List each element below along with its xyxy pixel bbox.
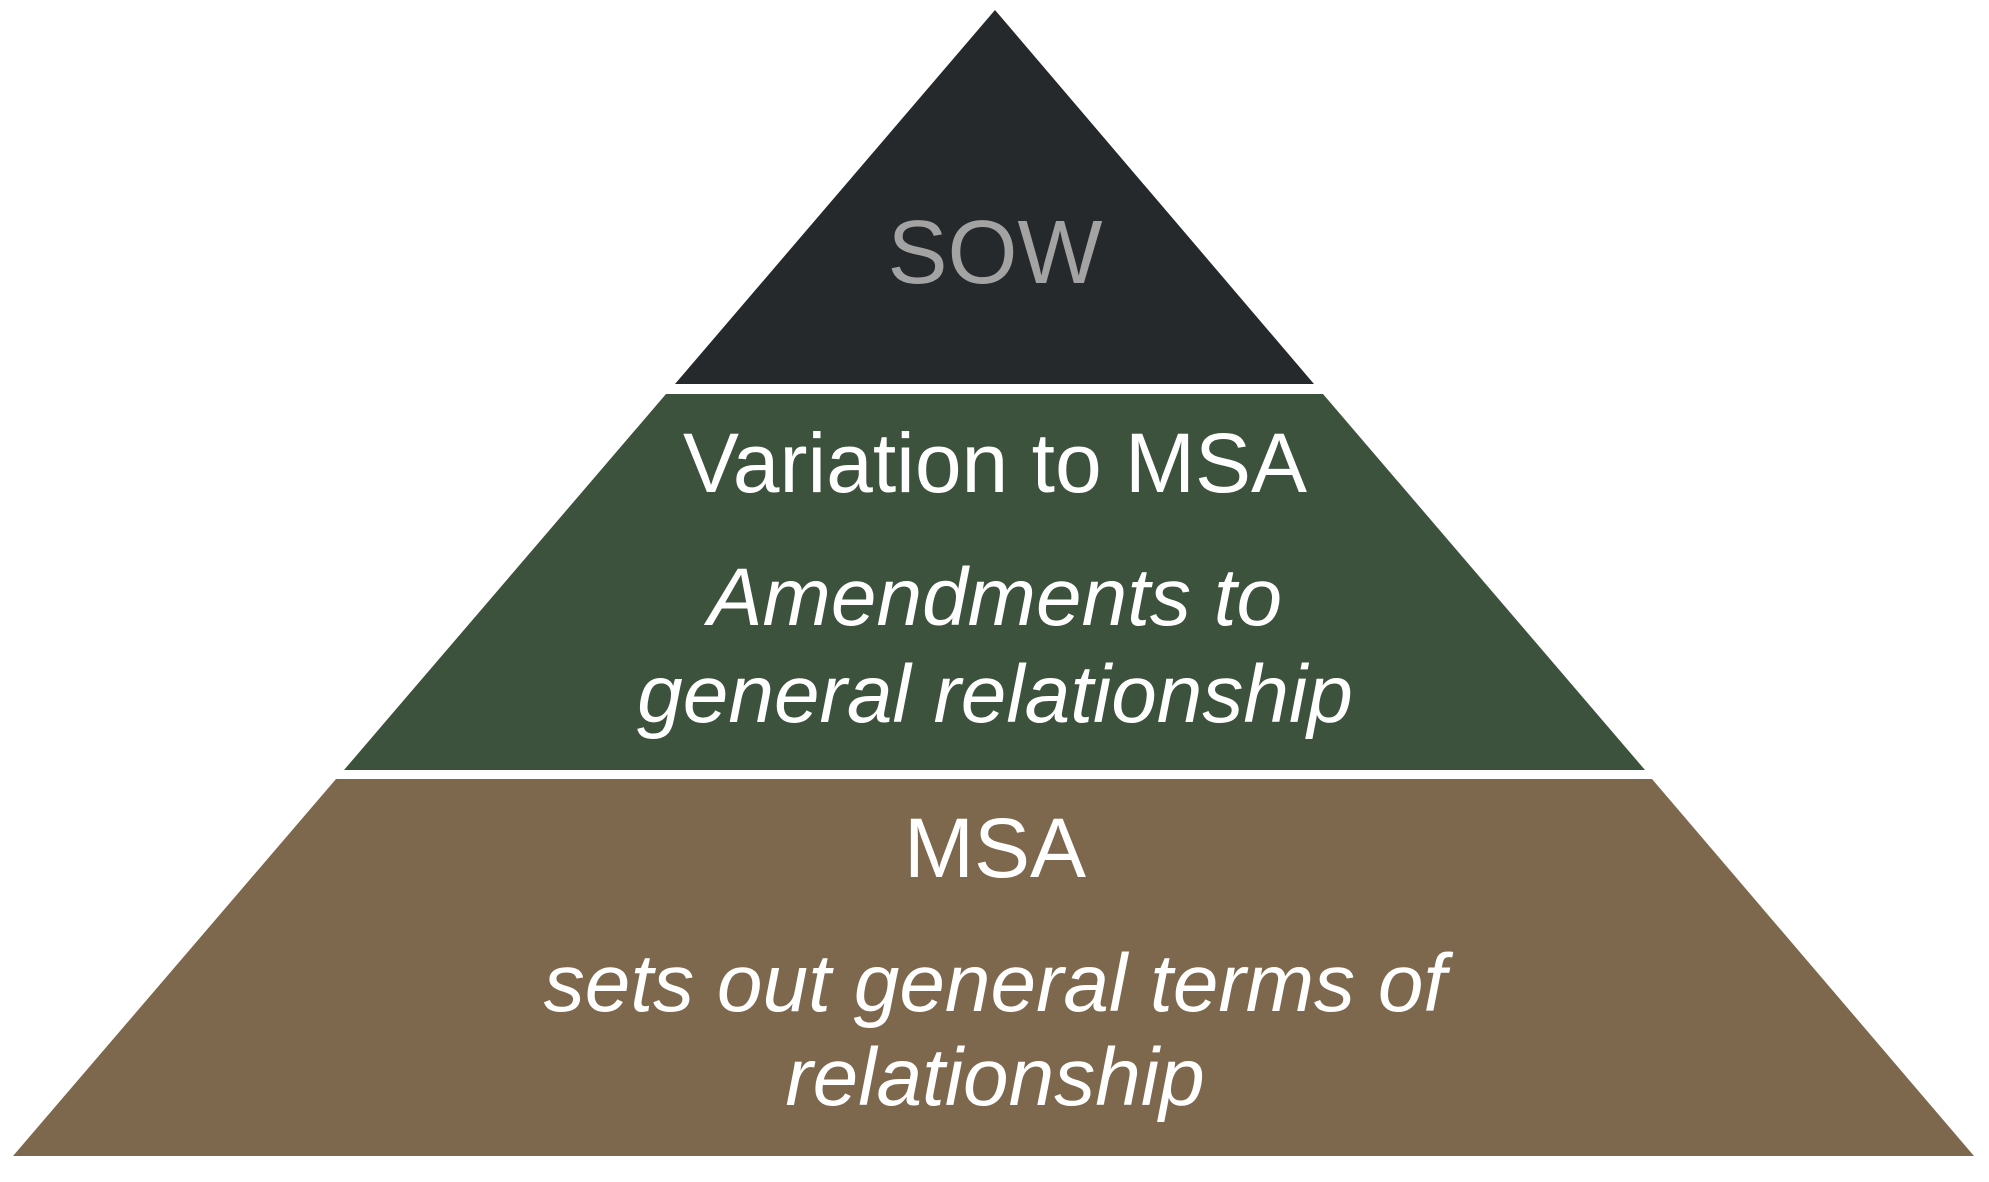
pyramid-tier-middle — [344, 394, 1645, 770]
pyramid-tier-top — [675, 10, 1314, 384]
top-tier-title: SOW — [888, 203, 1103, 303]
middle-tier-description-line-2: general relationship — [637, 649, 1353, 740]
pyramid-tier-bottom — [13, 779, 1974, 1156]
bottom-tier-description-line-2: relationship — [785, 1032, 1204, 1123]
middle-tier-description-line-1: Amendments to — [703, 552, 1282, 643]
bottom-tier-title: MSA — [904, 801, 1086, 895]
bottom-tier-description-line-1: sets out general terms of — [544, 938, 1454, 1029]
middle-tier-title: Variation to MSA — [683, 416, 1307, 510]
